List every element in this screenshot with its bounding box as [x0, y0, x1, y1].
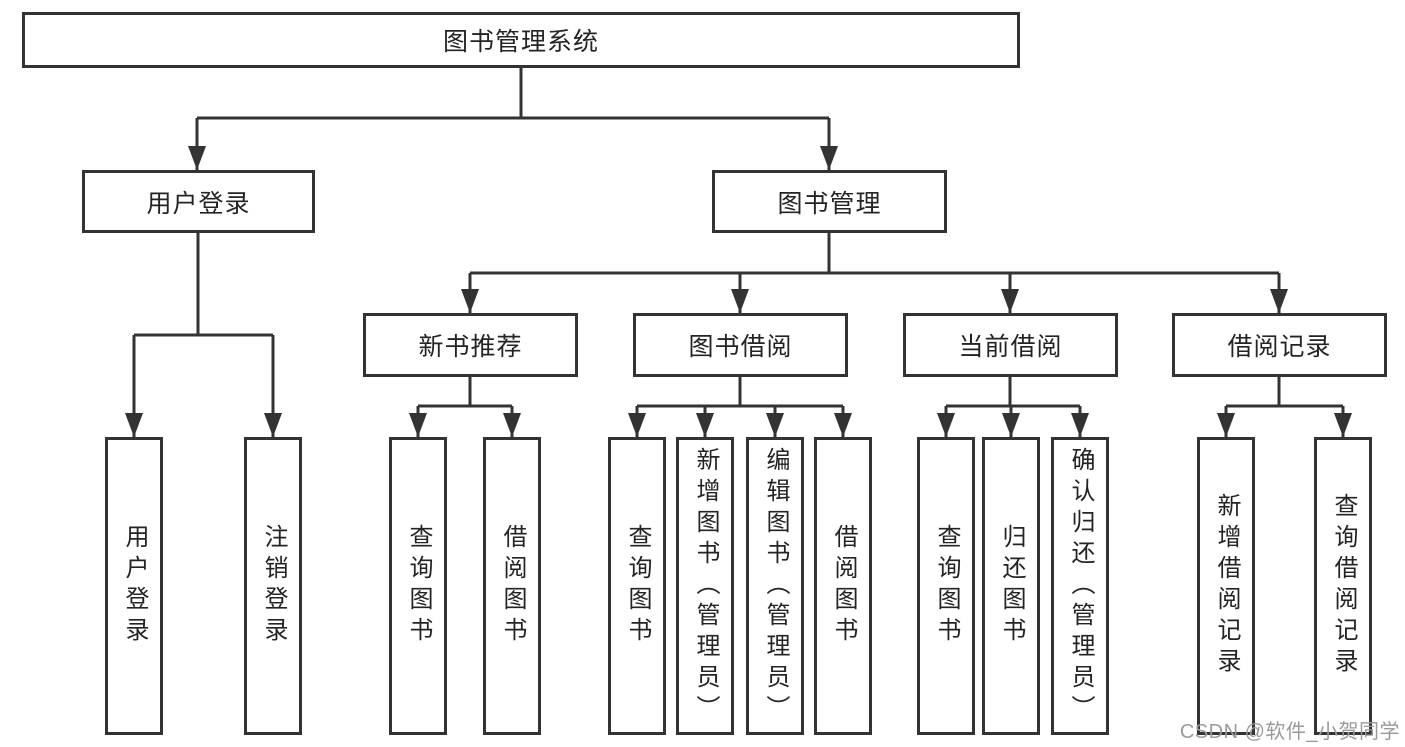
leaf-logout-login-label: 注销登录 [260, 524, 287, 648]
node-user-login-label: 用户登录 [146, 189, 251, 218]
leaf-borrow-add-book-admin: 新增图书（管理员） [676, 437, 734, 735]
leaf-current-query-book: 查询图书 [917, 437, 975, 735]
node-current-borrowing-label: 当前借阅 [958, 333, 1063, 361]
leaf-current-query-book-label: 查询图书 [933, 524, 960, 648]
leaf-borrow-edit-book-admin: 编辑图书（管理员） [746, 437, 804, 735]
node-book-borrowing: 图书借阅 [633, 313, 848, 377]
leaf-records-query-record: 查询借阅记录 [1314, 437, 1372, 735]
leaf-recommend-query-book-label: 查询图书 [405, 524, 432, 648]
leaf-current-confirm-return-admin-label: 确认归还（管理员） [1067, 446, 1094, 726]
leaf-records-query-record-label: 查询借阅记录 [1330, 493, 1357, 679]
leaf-user-login-label: 用户登录 [121, 524, 148, 648]
leaf-recommend-borrow-book-label: 借阅图书 [499, 524, 526, 648]
leaf-borrow-borrow-book-label: 借阅图书 [830, 524, 857, 648]
leaf-current-return-book: 归还图书 [982, 437, 1040, 735]
leaf-recommend-borrow-book: 借阅图书 [483, 437, 541, 735]
node-book-management-label: 图书管理 [777, 189, 882, 218]
node-root-label: 图书管理系统 [442, 28, 599, 56]
leaf-user-login: 用户登录 [105, 437, 163, 735]
node-new-book-recommendation: 新书推荐 [363, 313, 578, 377]
leaf-borrow-query-book: 查询图书 [608, 437, 666, 735]
leaf-records-add-record-label: 新增借阅记录 [1213, 493, 1240, 679]
leaf-recommend-query-book: 查询图书 [389, 437, 447, 735]
leaf-records-add-record: 新增借阅记录 [1197, 437, 1255, 735]
node-borrowing-records-label: 借阅记录 [1227, 333, 1332, 361]
leaf-current-return-book-label: 归还图书 [998, 524, 1025, 648]
leaf-current-confirm-return-admin: 确认归还（管理员） [1051, 437, 1109, 735]
leaf-logout-login: 注销登录 [244, 437, 302, 735]
node-book-management: 图书管理 [712, 170, 947, 233]
node-book-borrowing-label: 图书借阅 [688, 333, 793, 361]
node-new-book-recommendation-label: 新书推荐 [418, 333, 523, 361]
watermark-text: CSDN @软件_小贺同学 [1179, 721, 1400, 743]
leaf-borrow-add-book-admin-label: 新增图书（管理员） [692, 446, 719, 726]
leaf-borrow-edit-book-admin-label: 编辑图书（管理员） [762, 446, 789, 726]
leaf-borrow-query-book-label: 查询图书 [624, 524, 651, 648]
node-root: 图书管理系统 [22, 12, 1020, 68]
node-borrowing-records: 借阅记录 [1172, 313, 1387, 377]
leaf-borrow-borrow-book: 借阅图书 [814, 437, 872, 735]
node-user-login: 用户登录 [82, 170, 315, 233]
node-current-borrowing: 当前借阅 [903, 313, 1118, 377]
